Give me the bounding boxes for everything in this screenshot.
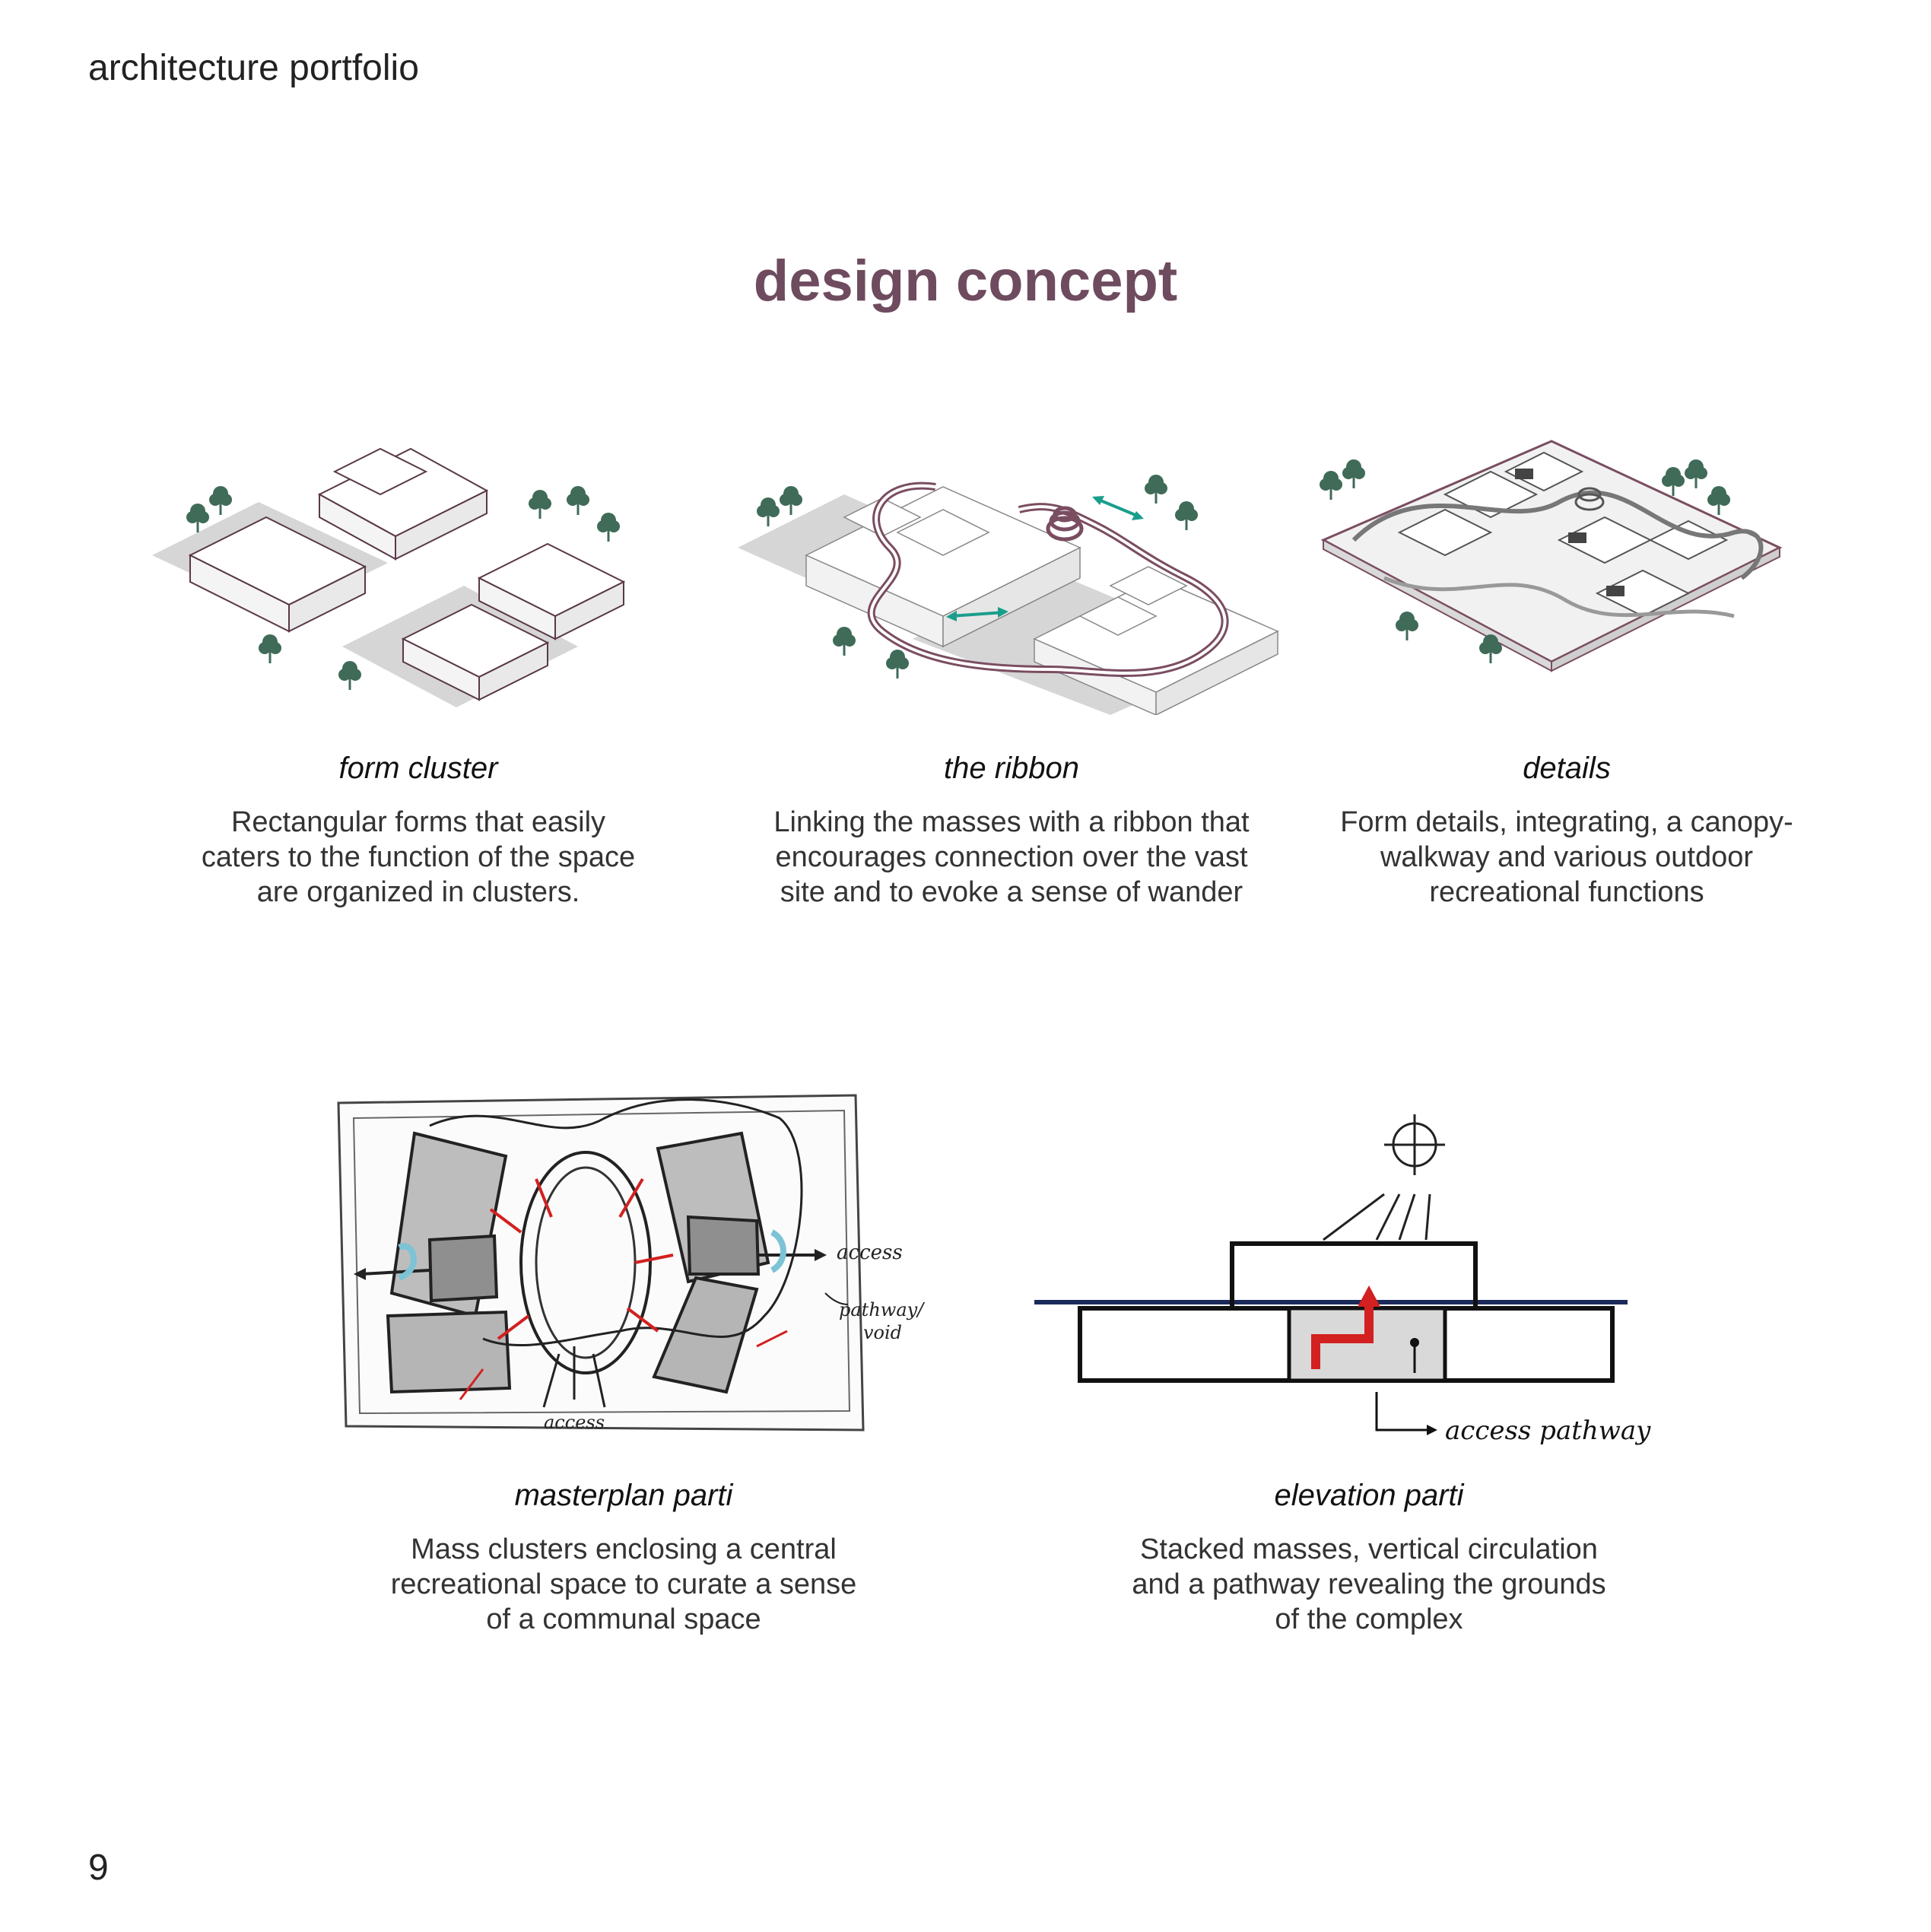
- form-cluster-title: form cluster: [338, 752, 498, 785]
- page-title: design concept: [753, 249, 1178, 313]
- portfolio-header: architecture portfolio: [88, 48, 419, 88]
- elevation-parti-title: elevation parti: [1274, 1479, 1464, 1512]
- masterplan-parti-sketch: access pathway/void access: [331, 1088, 962, 1438]
- access-pathway-label: access pathway: [1445, 1416, 1651, 1446]
- access-right-label: access: [837, 1241, 903, 1264]
- access-bottom-label: access: [544, 1412, 605, 1433]
- elevation-parti-description: Stacked masses, vertical circulation and…: [1132, 1533, 1606, 1635]
- pathway-void-label: pathway/void: [839, 1299, 926, 1343]
- details-title: details: [1523, 752, 1611, 785]
- details-diagram: [1308, 426, 1810, 715]
- masterplan-parti-title: masterplan parti: [514, 1479, 733, 1512]
- ribbon-description: Linking the masses with a ribbon that en…: [773, 806, 1250, 908]
- details-description: Form details, integrating, a canopy-walk…: [1340, 806, 1793, 908]
- form-cluster-diagram: [137, 418, 715, 723]
- masterplan-parti-description: Mass clusters enclosing a central recrea…: [390, 1533, 857, 1635]
- ribbon-diagram: [730, 426, 1308, 715]
- ribbon-title: the ribbon: [944, 752, 1079, 785]
- form-cluster-description: Rectangular forms that easily caters to …: [201, 806, 636, 908]
- page-number: 9: [88, 1848, 109, 1888]
- elevation-parti-sketch: access pathway: [1034, 1103, 1719, 1453]
